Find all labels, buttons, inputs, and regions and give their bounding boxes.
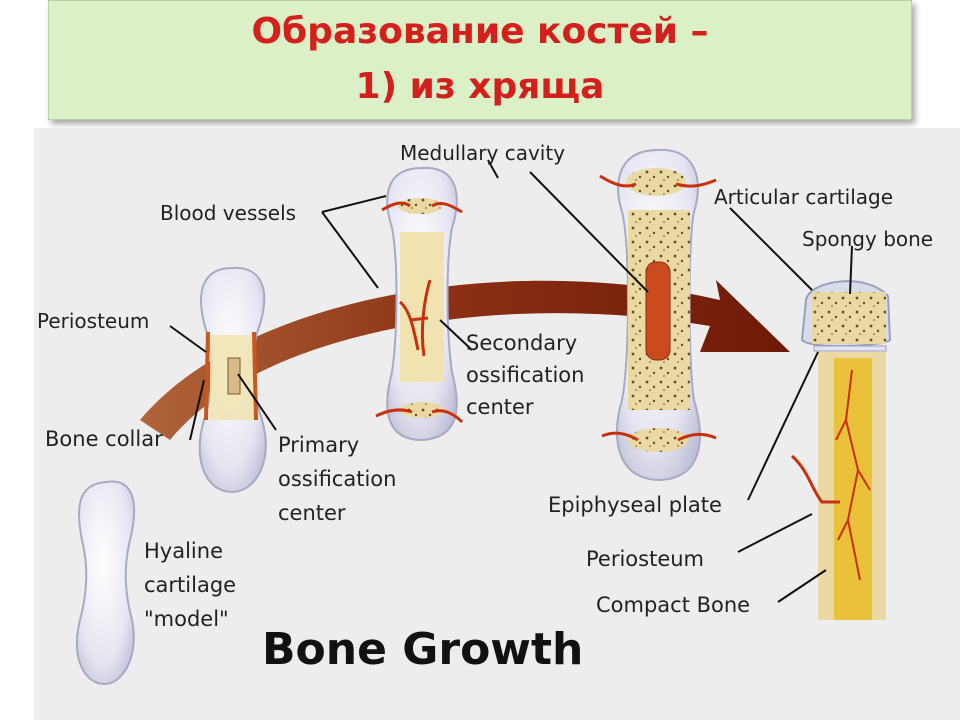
label-periosteum-left: Periosteum — [37, 309, 149, 333]
label-hyaline-cartilage: Hyaline cartilage "model" — [144, 539, 243, 631]
growth-arrow — [140, 280, 790, 440]
hyaline-cartilage-model — [75, 480, 136, 686]
label-periosteum-right: Periosteum — [586, 547, 704, 571]
slide-title-line-2: 1) из хряща — [355, 66, 605, 107]
label-medullary-cavity: Medullary cavity — [400, 141, 565, 165]
label-bone-collar: Bone collar — [45, 427, 163, 451]
slide-title-box: Образование костей – 1) из хряща — [48, 0, 912, 120]
stage-mature-bone — [790, 280, 892, 620]
label-blood-vessels: Blood vessels — [160, 201, 296, 225]
stage-blood-vessels — [375, 166, 464, 442]
label-epiphyseal-plate: Epiphyseal plate — [548, 493, 722, 517]
label-spongy-bone: Spongy bone — [802, 227, 933, 251]
slide-title-line-1: Образование костей – — [251, 11, 709, 52]
stage-bone-collar — [198, 266, 267, 494]
diagram-heading: Bone Growth — [262, 624, 583, 675]
stage-medullary-cavity — [599, 148, 717, 482]
diagram-panel — [34, 128, 960, 720]
label-articular-cartilage: Articular cartilage — [714, 185, 893, 209]
label-compact-bone: Compact Bone — [596, 593, 750, 617]
label-primary-ossification: Primary ossification center — [278, 433, 403, 525]
label-secondary-ossification: Secondary ossification center — [466, 331, 591, 419]
leader-lines — [169, 159, 853, 603]
